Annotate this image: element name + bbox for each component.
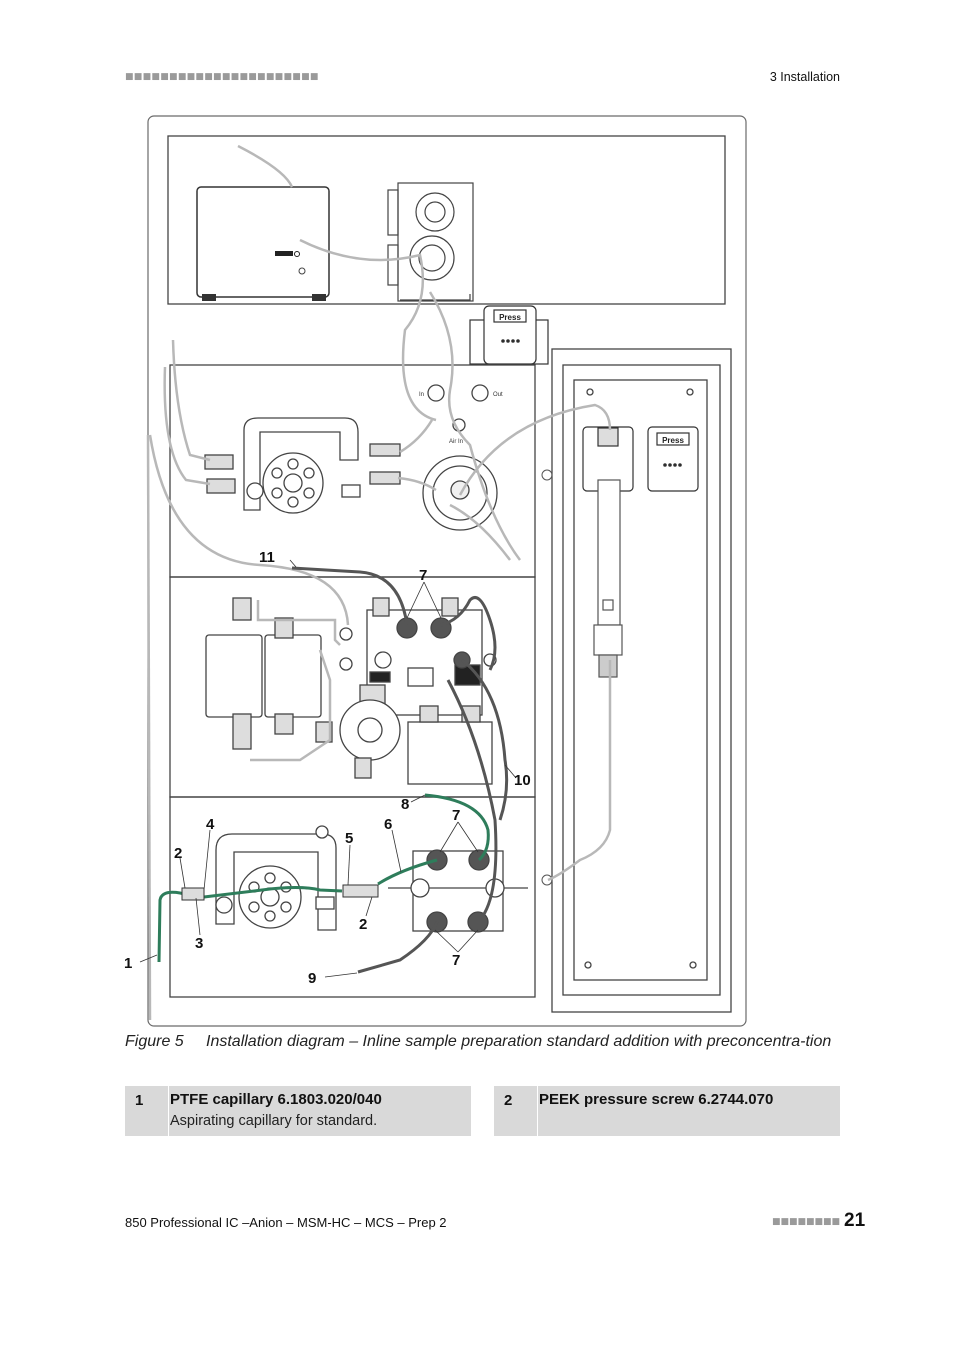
right-column (551, 348, 732, 1013)
installation-diagram: Press Press (110, 110, 750, 1030)
callout-5: 5 (345, 830, 353, 847)
callout-2b: 2 (359, 916, 367, 933)
peristaltic-pump-top (204, 417, 401, 514)
callout-9: 9 (308, 970, 316, 987)
callout-leaders (139, 559, 517, 978)
suppressor-column (593, 479, 623, 678)
air-in-label: Air In (449, 439, 463, 445)
callout-7c: 7 (419, 567, 427, 584)
green-fittings (181, 884, 379, 901)
callout-6: 6 (384, 816, 392, 833)
callout-4: 4 (206, 816, 215, 833)
legend-item-1: 1 PTFE capillary 6.1803.020/040 Aspirati… (125, 1086, 471, 1136)
press-connector-right: Press (582, 426, 699, 492)
press-connector-top: Press (469, 305, 549, 365)
callout-1: 1 (124, 955, 132, 972)
figure-label: Figure 5 (125, 1033, 184, 1050)
callout-7a: 7 (452, 807, 460, 824)
footer-decoration: ■■■■■■■■ (772, 1217, 841, 1227)
footer-product: 850 Professional IC –Anion – MSM-HC – MC… (125, 1215, 447, 1230)
callout-11: 11 (259, 549, 275, 566)
injection-valve-bottom (388, 849, 528, 933)
callout-7b: 7 (452, 952, 460, 969)
out-label: Out (493, 392, 503, 398)
page-number: 21 (844, 1210, 866, 1231)
header-decoration: ■■■■■■■■■■■■■■■■■■■■■■ (125, 72, 319, 82)
legend-title: PEEK pressure screw 6.2744.070 (539, 1091, 774, 1108)
dark-capillaries (291, 566, 509, 974)
peristaltic-pump-bottom (215, 825, 337, 931)
legend-number: 2 (494, 1086, 538, 1136)
press-label-top: Press (499, 313, 521, 322)
legend-item-2: 2 PEEK pressure screw 6.2744.070 (494, 1086, 840, 1136)
callout-2a: 2 (174, 845, 182, 862)
legend-description: Aspirating capillary for standard. (170, 1113, 378, 1129)
injection-valve-top (339, 597, 497, 785)
top-compartment (167, 135, 726, 305)
top-pump-wheels (387, 182, 474, 302)
chapter-title: 3 Installation (769, 70, 840, 84)
callout-8: 8 (401, 796, 409, 813)
callout-10: 10 (514, 772, 531, 789)
press-label-right: Press (662, 436, 684, 445)
detector-box (196, 186, 330, 298)
callout-3: 3 (195, 935, 203, 952)
in-label: In (419, 392, 424, 398)
green-capillary (157, 793, 490, 963)
legend-number: 1 (125, 1086, 169, 1136)
callout-numbers: 1 2 2 3 4 5 6 7 7 7 8 9 10 11 (124, 549, 531, 987)
bottom-compartment (169, 796, 536, 998)
light-capillaries (146, 144, 612, 1021)
filter-cartridges (205, 597, 333, 750)
figure-caption-text: Installation diagram – Inline sample pre… (206, 1033, 832, 1050)
legend-title: PTFE capillary 6.1803.020/040 (170, 1091, 382, 1108)
